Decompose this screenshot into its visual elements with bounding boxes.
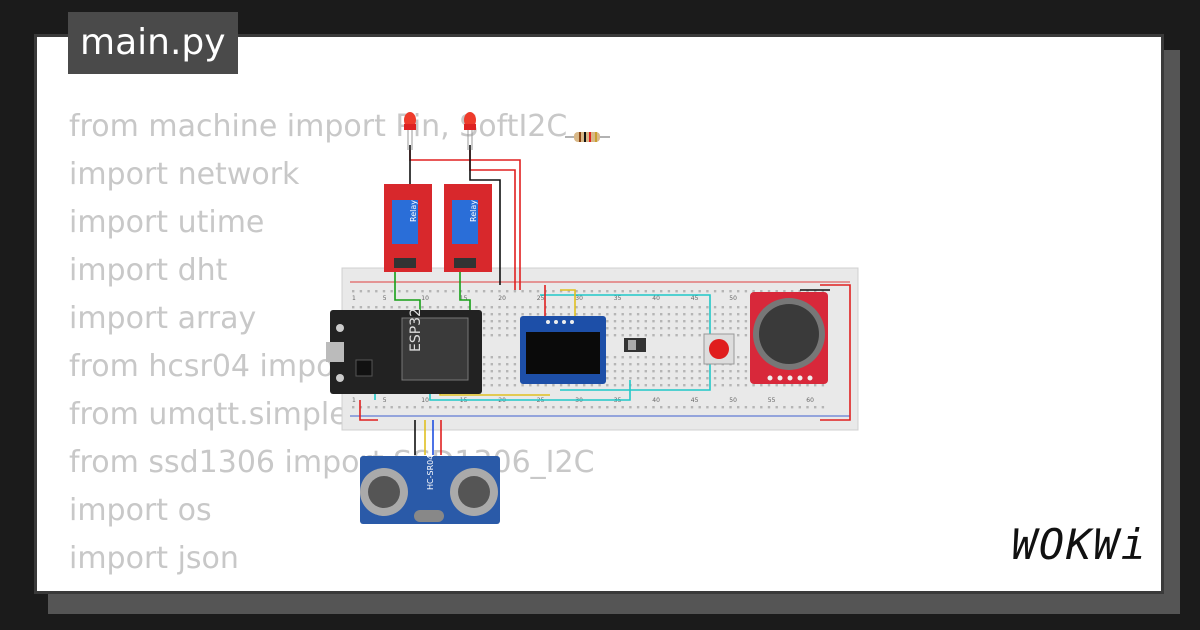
svg-text:HC-SR04: HC-SR04 — [426, 455, 435, 490]
breadboard-column-label: 15 — [460, 295, 468, 302]
breadboard-column-labels: 1155101015152020252530303535404045455050… — [352, 295, 814, 404]
resistor — [565, 132, 610, 142]
led-red-1 — [404, 112, 416, 150]
breadboard-column-label: 55 — [768, 397, 776, 404]
code-line: import json — [69, 541, 239, 576]
breadboard-column-label: 35 — [614, 295, 622, 302]
breadboard-column-label: 30 — [575, 295, 583, 302]
breadboard-column-label: 10 — [421, 397, 429, 404]
slide-switch — [624, 338, 646, 352]
esp32-board: ESP32 — [326, 308, 482, 394]
svg-text:Relay: Relay — [409, 200, 418, 222]
breadboard-column-label: 40 — [652, 295, 660, 302]
breadboard-column-label: 10 — [421, 295, 429, 302]
breadboard-column-label: 50 — [729, 295, 737, 302]
oled-display — [520, 316, 606, 384]
pushbutton — [703, 333, 735, 365]
breadboard-column-label: 5 — [383, 397, 387, 404]
relay-module-2: Relay — [444, 184, 492, 272]
code-line: from machine import Pin, SoftI2C — [69, 109, 568, 144]
breadboard-column-label: 20 — [498, 295, 506, 302]
breadboard-column-label: 1 — [352, 397, 356, 404]
joystick-module — [750, 292, 828, 384]
code-line: import utime — [69, 205, 265, 240]
wokwi-logo: WOKWi — [1011, 520, 1148, 569]
breadboard-column-label: 45 — [691, 295, 699, 302]
breadboard-column-label: 60 — [806, 397, 814, 404]
breadboard-column-label: 25 — [537, 295, 545, 302]
breadboard-column-label: 50 — [729, 397, 737, 404]
breadboard-column-label: 5 — [383, 295, 387, 302]
breadboard-column-label: 45 — [691, 397, 699, 404]
svg-text:ESP32: ESP32 — [408, 308, 424, 352]
ultrasonic-sensor: HC-SR04 — [360, 455, 500, 524]
svg-text:Relay: Relay — [469, 200, 478, 222]
file-tab[interactable]: main.py — [68, 12, 238, 74]
breadboard-column-label: 1 — [352, 295, 356, 302]
code-line: import os — [69, 493, 212, 528]
code-line: import dht — [69, 253, 228, 288]
code-line: import network — [69, 157, 300, 192]
relay-module-1: Relay — [384, 184, 432, 272]
breadboard-column-label: 40 — [652, 397, 660, 404]
code-line: from ssd1306 import SSD1306_I2C — [69, 445, 595, 480]
code-line: import array — [69, 301, 257, 336]
led-red-2 — [464, 112, 476, 150]
